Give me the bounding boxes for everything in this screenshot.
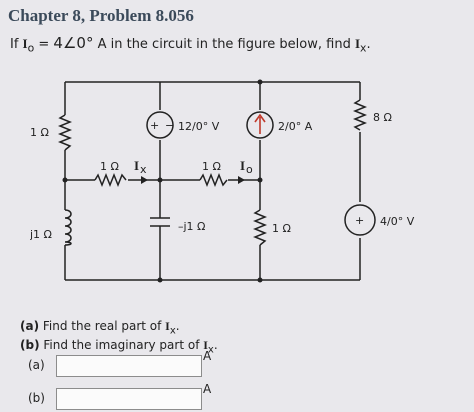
answer-a-input[interactable]: [56, 355, 202, 377]
right-resistor-bottom: [252, 209, 268, 246]
circuit-diagram: + − + 1 Ω j1 Ω 1 Ω I x 1 Ω I o –j1 Ω 12/…: [30, 79, 415, 283]
current-source-arrow: [254, 113, 266, 134]
statement-equals: =: [34, 37, 54, 52]
vs2-plus-sign: +: [355, 214, 364, 227]
junction-dot: [157, 277, 163, 283]
far-right-resistor: [352, 99, 368, 131]
statement-suffix: .: [366, 37, 371, 52]
junction-dot: [257, 79, 263, 85]
vs1-plus-sign: +: [150, 119, 159, 132]
left-inductor-label: j1 Ω: [30, 228, 52, 241]
statement-middle: A in the circuit in the figure below, fi…: [93, 37, 355, 52]
capacitor-plates: [150, 217, 170, 227]
io-value: 4∠0°: [53, 34, 94, 52]
junction-dot: [257, 177, 263, 183]
junction-dot: [157, 177, 163, 183]
question-a: (a) Find the real part of Ix.: [20, 319, 180, 337]
mid-resistor-1: [94, 172, 127, 188]
voltage-source-2: [344, 204, 376, 236]
problem-title: Chapter 8, Problem 8.056: [8, 6, 194, 25]
ix-subscript: x: [360, 41, 367, 55]
io-sub-label: o: [246, 163, 253, 176]
answer-a-unit: A: [203, 349, 212, 363]
voltage-source-1-label: 12/0° V: [178, 120, 220, 133]
io-label: I: [240, 158, 245, 173]
ix-symbol: I: [354, 36, 361, 51]
current-source-label: 2/0° A: [278, 120, 313, 133]
left-inductor: [64, 209, 72, 246]
left-top-resistor: [57, 114, 73, 151]
io-arrow-icon: [238, 176, 245, 184]
capacitor-label: –j1 Ω: [178, 220, 205, 233]
answer-b-input[interactable]: [56, 388, 202, 410]
questions: (a) Find the real part of Ix. (b) Find t…: [20, 319, 218, 358]
junction-dot: [62, 177, 68, 183]
ix-label: I: [134, 158, 139, 173]
ix-arrow-icon: [141, 176, 148, 184]
ix-sub-label: x: [140, 163, 147, 176]
voltage-source-1: [146, 111, 174, 139]
statement-prefix: If: [10, 37, 23, 52]
question-b: (b) Find the imaginary part of Ix.: [20, 338, 218, 356]
answer-b-unit: A: [203, 382, 212, 396]
answer-a-label: (a): [28, 358, 45, 372]
io-subscript: o: [27, 41, 35, 55]
junction-dot: [257, 277, 263, 283]
far-right-resistor-label: 8 Ω: [373, 111, 392, 124]
right-resistor-bottom-label: 1 Ω: [272, 222, 291, 235]
mid-resistor-1-label: 1 Ω: [100, 160, 119, 173]
answer-b-label: (b): [28, 391, 45, 405]
voltage-source-2-label: 4/0° V: [380, 215, 415, 228]
problem-statement: If Io = 4∠0° A in the circuit in the fig…: [10, 34, 371, 55]
left-top-resistor-label: 1 Ω: [30, 126, 49, 139]
vs1-minus-sign: −: [165, 119, 174, 132]
mid-resistor-2: [199, 172, 228, 188]
io-symbol: I: [22, 36, 28, 51]
current-source: [246, 111, 274, 139]
mid-resistor-2-label: 1 Ω: [202, 160, 221, 173]
